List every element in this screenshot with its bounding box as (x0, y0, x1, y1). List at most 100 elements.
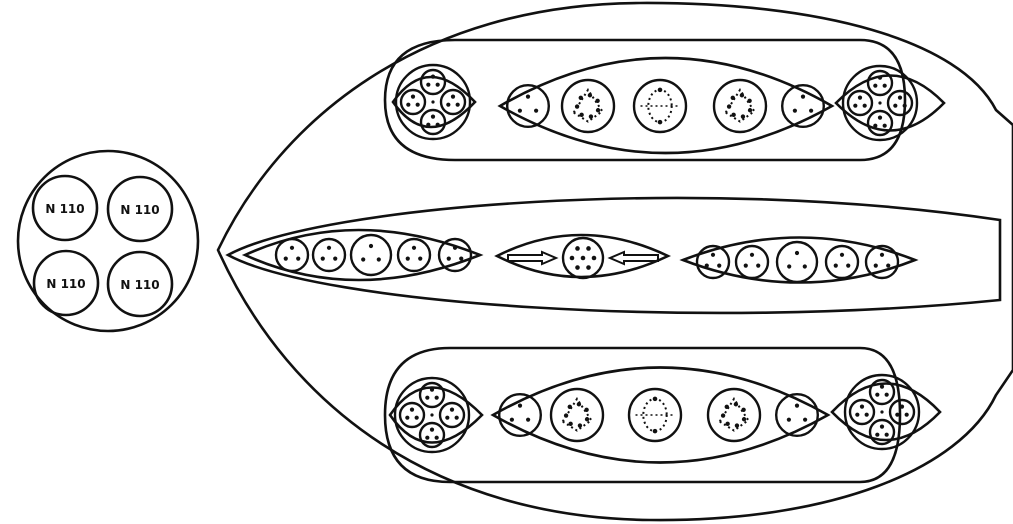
dot (834, 264, 838, 268)
dot (885, 433, 889, 437)
dot (858, 96, 862, 100)
dot (893, 104, 897, 108)
dot (801, 95, 805, 99)
dot (426, 83, 430, 87)
dot (447, 257, 451, 261)
dot (658, 120, 663, 125)
dot (430, 413, 433, 416)
dot (581, 256, 586, 261)
dot (727, 104, 731, 108)
dot (577, 402, 581, 406)
dot (284, 257, 288, 261)
n110-label-2: N 110 (120, 203, 159, 217)
dot (875, 433, 879, 437)
dot (846, 264, 850, 268)
dot (787, 264, 791, 268)
dot (742, 417, 746, 421)
dot (795, 404, 799, 408)
dot (878, 76, 882, 80)
dot (406, 257, 410, 261)
dot-circle (400, 403, 424, 427)
dot (430, 388, 434, 392)
dot (658, 88, 663, 93)
dot-circle (777, 242, 817, 282)
dot (451, 95, 455, 99)
dot (734, 402, 738, 406)
dot (885, 393, 889, 397)
dot-circle (866, 246, 898, 278)
dot (425, 436, 429, 440)
dot (873, 84, 877, 88)
dot (568, 422, 572, 426)
dot (878, 101, 881, 104)
dot (435, 436, 439, 440)
dot (731, 96, 735, 100)
dot (455, 416, 459, 420)
dot (321, 257, 325, 261)
dot (586, 265, 591, 270)
dot (518, 109, 522, 113)
left-group (18, 151, 198, 331)
dot (579, 96, 583, 100)
dot (518, 404, 522, 408)
outer-shell (218, 3, 1013, 520)
dot-circle (868, 71, 892, 95)
dot (333, 257, 337, 261)
bottom-middle-items (499, 389, 818, 441)
dot-circle (421, 110, 445, 134)
dot-circle (736, 246, 768, 278)
hatched-star-circle (708, 389, 760, 441)
dot (410, 408, 414, 412)
dot (430, 428, 434, 432)
right-arrow (508, 252, 556, 264)
dot (436, 123, 440, 127)
dot (900, 405, 904, 409)
dot-circle (890, 400, 914, 424)
hatched-star-circle (714, 80, 766, 132)
bottom-left-cluster (395, 378, 469, 452)
middle-right-capsule (683, 238, 915, 283)
dot (853, 104, 857, 108)
dot (880, 253, 884, 257)
dot (880, 385, 884, 389)
dot (795, 251, 799, 255)
dot (747, 99, 751, 103)
dot (886, 264, 890, 268)
dot (596, 108, 600, 112)
dot (526, 418, 530, 422)
dot (878, 116, 882, 120)
dot (653, 397, 658, 402)
dot (898, 96, 902, 100)
dot (586, 246, 591, 251)
dot (721, 413, 725, 417)
dot (741, 114, 745, 118)
dot (585, 417, 589, 421)
dot-circle (441, 90, 465, 114)
dot (725, 422, 729, 426)
dot-circle (401, 90, 425, 114)
dot (296, 257, 300, 261)
dot (578, 423, 582, 427)
dot (570, 256, 575, 261)
dot-circle (848, 91, 872, 115)
dot (568, 405, 572, 409)
dot (750, 253, 754, 257)
dot (874, 264, 878, 268)
dot (450, 408, 454, 412)
n110-label-4: N 110 (120, 278, 159, 292)
dot (803, 264, 807, 268)
dot (809, 109, 813, 113)
dot (411, 95, 415, 99)
dot (883, 124, 887, 128)
dot (653, 429, 658, 434)
dot (731, 113, 735, 117)
top-middle-items (507, 80, 824, 132)
dot (735, 423, 739, 427)
dot (880, 425, 884, 429)
dot-circle (826, 246, 858, 278)
dot (863, 104, 867, 108)
dot (880, 410, 883, 413)
dot (592, 256, 597, 261)
dot-circle (888, 91, 912, 115)
